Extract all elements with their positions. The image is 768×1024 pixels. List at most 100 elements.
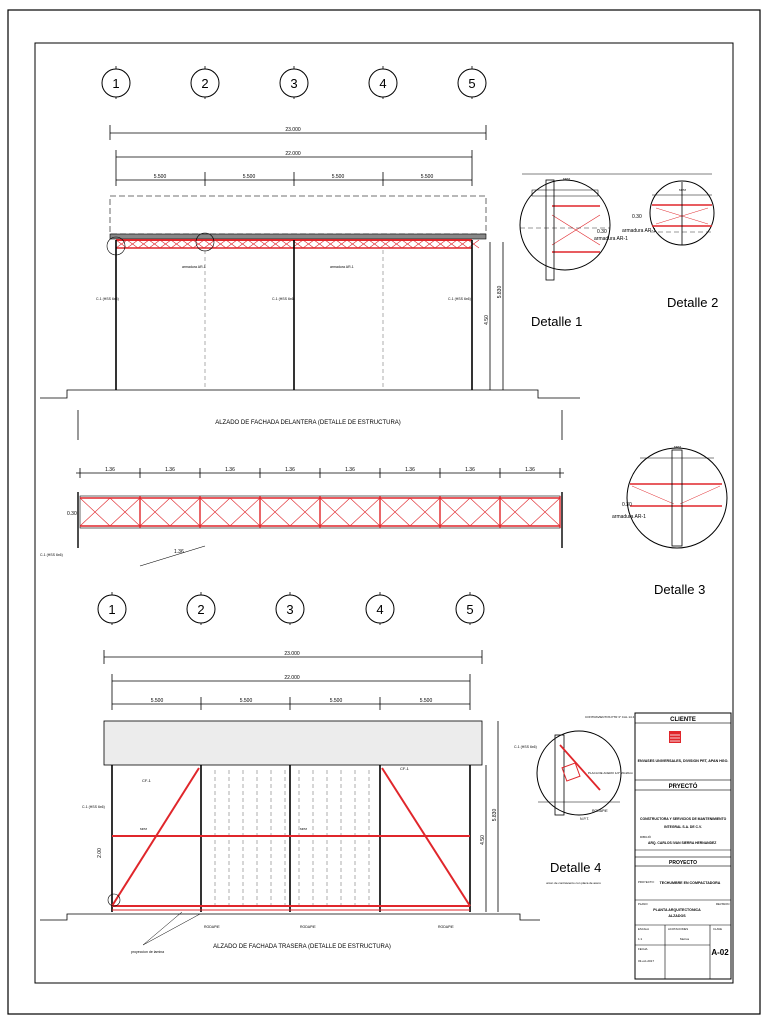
plan-panel-dim-5: 1.36 (345, 467, 355, 473)
plan-bottom-dim: 1.36 (174, 549, 184, 555)
tb-clave-value: A-02 (711, 948, 729, 957)
tb-fecha-value: 03-oct-2017 (638, 959, 654, 963)
rear-bay-dim-4: 5.500 (420, 698, 433, 704)
rear-grid-bubble-4 (365, 594, 395, 624)
rear-grid-bubble-5 (455, 594, 485, 624)
rear-grid-label-4: 4 (376, 602, 383, 617)
plan-panel-dim-6: 1.36 (405, 467, 415, 473)
rear-grid-bubble-1 (97, 594, 127, 624)
rear-grid-bubble-3 (275, 594, 305, 624)
tb-proyecto2-label: PROYECTO: (638, 880, 655, 884)
front-bay-dim-3: 5.500 (332, 174, 345, 180)
rear-bracing-label-2: CF-1 (400, 766, 410, 771)
rear-column-label-1: C-1 (HSS 6x6) (82, 805, 105, 809)
front-grid-label-5: 5 (468, 76, 475, 91)
rear-height-column: 4.50 (480, 835, 486, 845)
tb-plano-label: PLANO: (638, 902, 648, 906)
detail-4: CONTRAVIENTOS PTR 3" CAL 14 4.47kg/ml PL… (514, 715, 646, 885)
detail4-caption: union de contraviento con placa de acero (546, 881, 601, 885)
rear-base-label-1: RODAPIE (204, 925, 220, 929)
plan-panel-dim-7: 1.36 (465, 467, 475, 473)
rear-grid-label-3: 3 (286, 602, 293, 617)
tb-plano-line2: ALZADOS (668, 914, 686, 918)
front-grid-label-4: 4 (379, 76, 386, 91)
detail2-depth: 0.30 (632, 214, 642, 220)
rear-inner-dim: 22.000 (284, 675, 300, 681)
tb-proyecto2-header: PROYECTO (669, 860, 697, 866)
detail1-mono: MPM (563, 177, 571, 181)
rear-base-label-3: RODAPIE (438, 925, 454, 929)
front-grid-label-1: 1 (112, 76, 119, 91)
rear-bay-dim-1: 5.500 (151, 698, 164, 704)
detail2-armadura: armadura AR-1 (622, 228, 656, 234)
rear-bracing-label-1: CF-1 (142, 778, 152, 783)
front-column-label-2: C-1 (HSS 6x6) (272, 297, 295, 301)
rear-base-label-2: RODAPIE (300, 925, 316, 929)
front-grid-bubble-4 (368, 68, 398, 98)
title-block: CLIENTE ENVASES UNIVERSALES, DIVISION PE… (634, 712, 732, 980)
rear-bay-dim-2: 5.500 (240, 698, 253, 704)
front-column-label-1: C-1 (HSS 6x6) (96, 297, 119, 301)
front-bay-dim-2: 5.500 (243, 174, 256, 180)
plan-panel-dim-8: 1.36 (525, 467, 535, 473)
detail2-mono: MPM (679, 188, 687, 192)
front-height-column: 4.50 (484, 315, 490, 325)
rear-grid-bubble-2 (186, 594, 216, 624)
tb-dibujo-label: DIBUJÓ (640, 834, 652, 839)
front-grid-markers: 1 2 3 4 5 (101, 66, 487, 102)
detail-2: 0.30 armadura AR-1 MPM Detalle 2 (622, 180, 718, 310)
detail3-title: Detalle 3 (654, 582, 705, 597)
rear-callout-note: proyeccion de lamina (131, 950, 164, 954)
rear-height-total: 5.830 (492, 809, 498, 822)
tb-acotaciones-label: ACOTACIONES (668, 927, 688, 931)
front-grid-bubble-2 (190, 68, 220, 98)
front-grid-bubble-3 (279, 68, 309, 98)
rear-grid-label-1: 1 (108, 602, 115, 617)
front-grid-label-2: 2 (201, 76, 208, 91)
front-grid-bubble-1 (101, 68, 131, 98)
detail3-armadura: armadura AR-1 (612, 514, 646, 520)
detail4-note-1: CONTRAVIENTOS PTR 3" CAL 14 4.47kg/ml (585, 715, 646, 719)
front-truss-label-1: armadura AR-1 (182, 265, 206, 269)
tb-escala-label: ESCALA (638, 927, 649, 931)
front-grid-label-3: 3 (290, 76, 297, 91)
tb-revision-label: REVISION (716, 902, 729, 906)
tb-fecha-label: FECHA (638, 947, 648, 951)
detail4-note-2: PLACA DE ACERO 1/2" 20x20cm (588, 771, 634, 775)
tb-escala-value: 1:1 (638, 937, 643, 941)
tb-plano-line1: PLANTA ARQUITECTONICA (653, 908, 701, 912)
front-bay-dim-4: 5.500 (421, 174, 434, 180)
rear-beam-label-1: MPM (140, 827, 148, 831)
detail4-title: Detalle 4 (550, 860, 601, 875)
tb-proyecto2-text: TECHUMBRE EN COMPACTADORA (660, 881, 721, 885)
detail4-note-5: C-1 (HSS 6x6) (514, 745, 537, 749)
detail1-depth: 0.30 (597, 229, 607, 235)
detail1-title: Detalle 1 (531, 314, 582, 329)
front-bay-dim-1: 5.500 (154, 174, 167, 180)
plan-panel-dim-1: 1.36 (105, 467, 115, 473)
plan-depth-label: 0.30 (67, 511, 77, 517)
detail4-note-4: RODAPIE (592, 809, 608, 813)
detail3-mono: MPM (674, 445, 682, 449)
detail4-note-3: N.P.T. (580, 817, 589, 821)
tb-proyecto-header: PRYECTÓ (669, 782, 698, 790)
rear-elevation-title: ALZADO DE FACHADA TRASERA (DETALLE DE ES… (213, 944, 391, 950)
detail2-title: Detalle 2 (667, 295, 718, 310)
tb-cliente-text: ENVASES UNIVERSALES, DIVISION PET, APAN … (638, 759, 729, 763)
tb-acotaciones-value: Metros (680, 937, 690, 941)
front-grid-bubble-5 (457, 68, 487, 98)
tb-proyecto-text: CONSTRUCTORA Y SERVICIOS DE MANTENIMIENT… (640, 817, 727, 821)
plan-panel-dim-2: 1.36 (165, 467, 175, 473)
tb-clave-label: CLAVE (713, 927, 722, 931)
front-height-total: 5.830 (497, 286, 503, 299)
detail1-armadura: armadura AR-1 (594, 236, 628, 242)
front-elevation-title: ALZADO DE FACHADA DELANTERA (DETALLE DE … (215, 420, 401, 426)
rear-beam-label-2: MPM (300, 827, 308, 831)
rear-grid-label-5: 5 (466, 602, 473, 617)
